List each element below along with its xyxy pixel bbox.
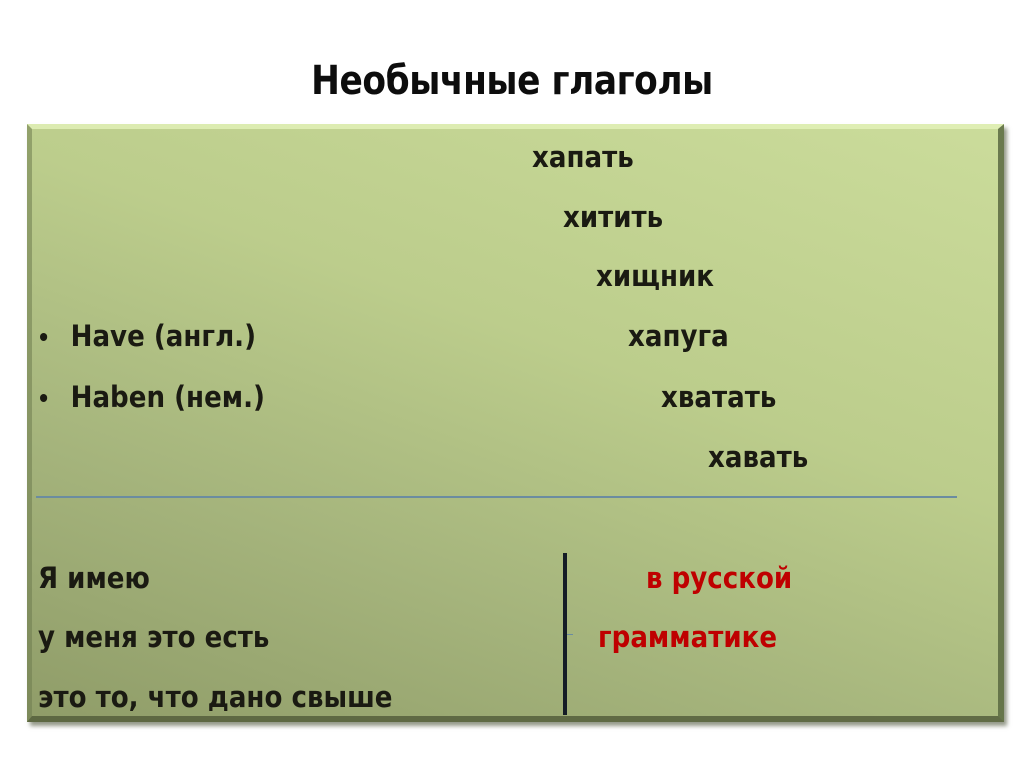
cascade-word-2: хитить	[563, 200, 664, 234]
highlight-line-1: в русской	[646, 561, 793, 595]
cascade-word-4: хапуга	[628, 319, 729, 353]
bullet-item-haben: Haben (нем.)	[40, 383, 265, 412]
cascade-word-1: хапать	[532, 140, 634, 174]
meaning-line-1: Я имею	[38, 561, 150, 595]
meaning-line-2: у меня это есть	[38, 620, 270, 654]
slide-title: Необычные глаголы	[311, 58, 713, 104]
divider-tick	[567, 634, 573, 635]
highlight-line-2: грамматике	[598, 620, 778, 654]
bullet-icon	[40, 393, 48, 402]
cascade-word-5: хватать	[661, 380, 777, 414]
bullet-item-have: Have (англ.)	[40, 322, 256, 351]
vertical-divider	[563, 553, 567, 715]
content-panel	[27, 124, 1004, 722]
cascade-word-6: хавать	[708, 440, 809, 474]
bullet-text: Haben (нем.)	[70, 380, 265, 414]
bullet-icon	[40, 332, 48, 341]
meaning-line-3: это то, что дано свыше	[38, 680, 393, 714]
horizontal-divider	[36, 496, 957, 498]
cascade-word-3: хищник	[596, 259, 715, 293]
bullet-text: Have (англ.)	[70, 319, 257, 353]
